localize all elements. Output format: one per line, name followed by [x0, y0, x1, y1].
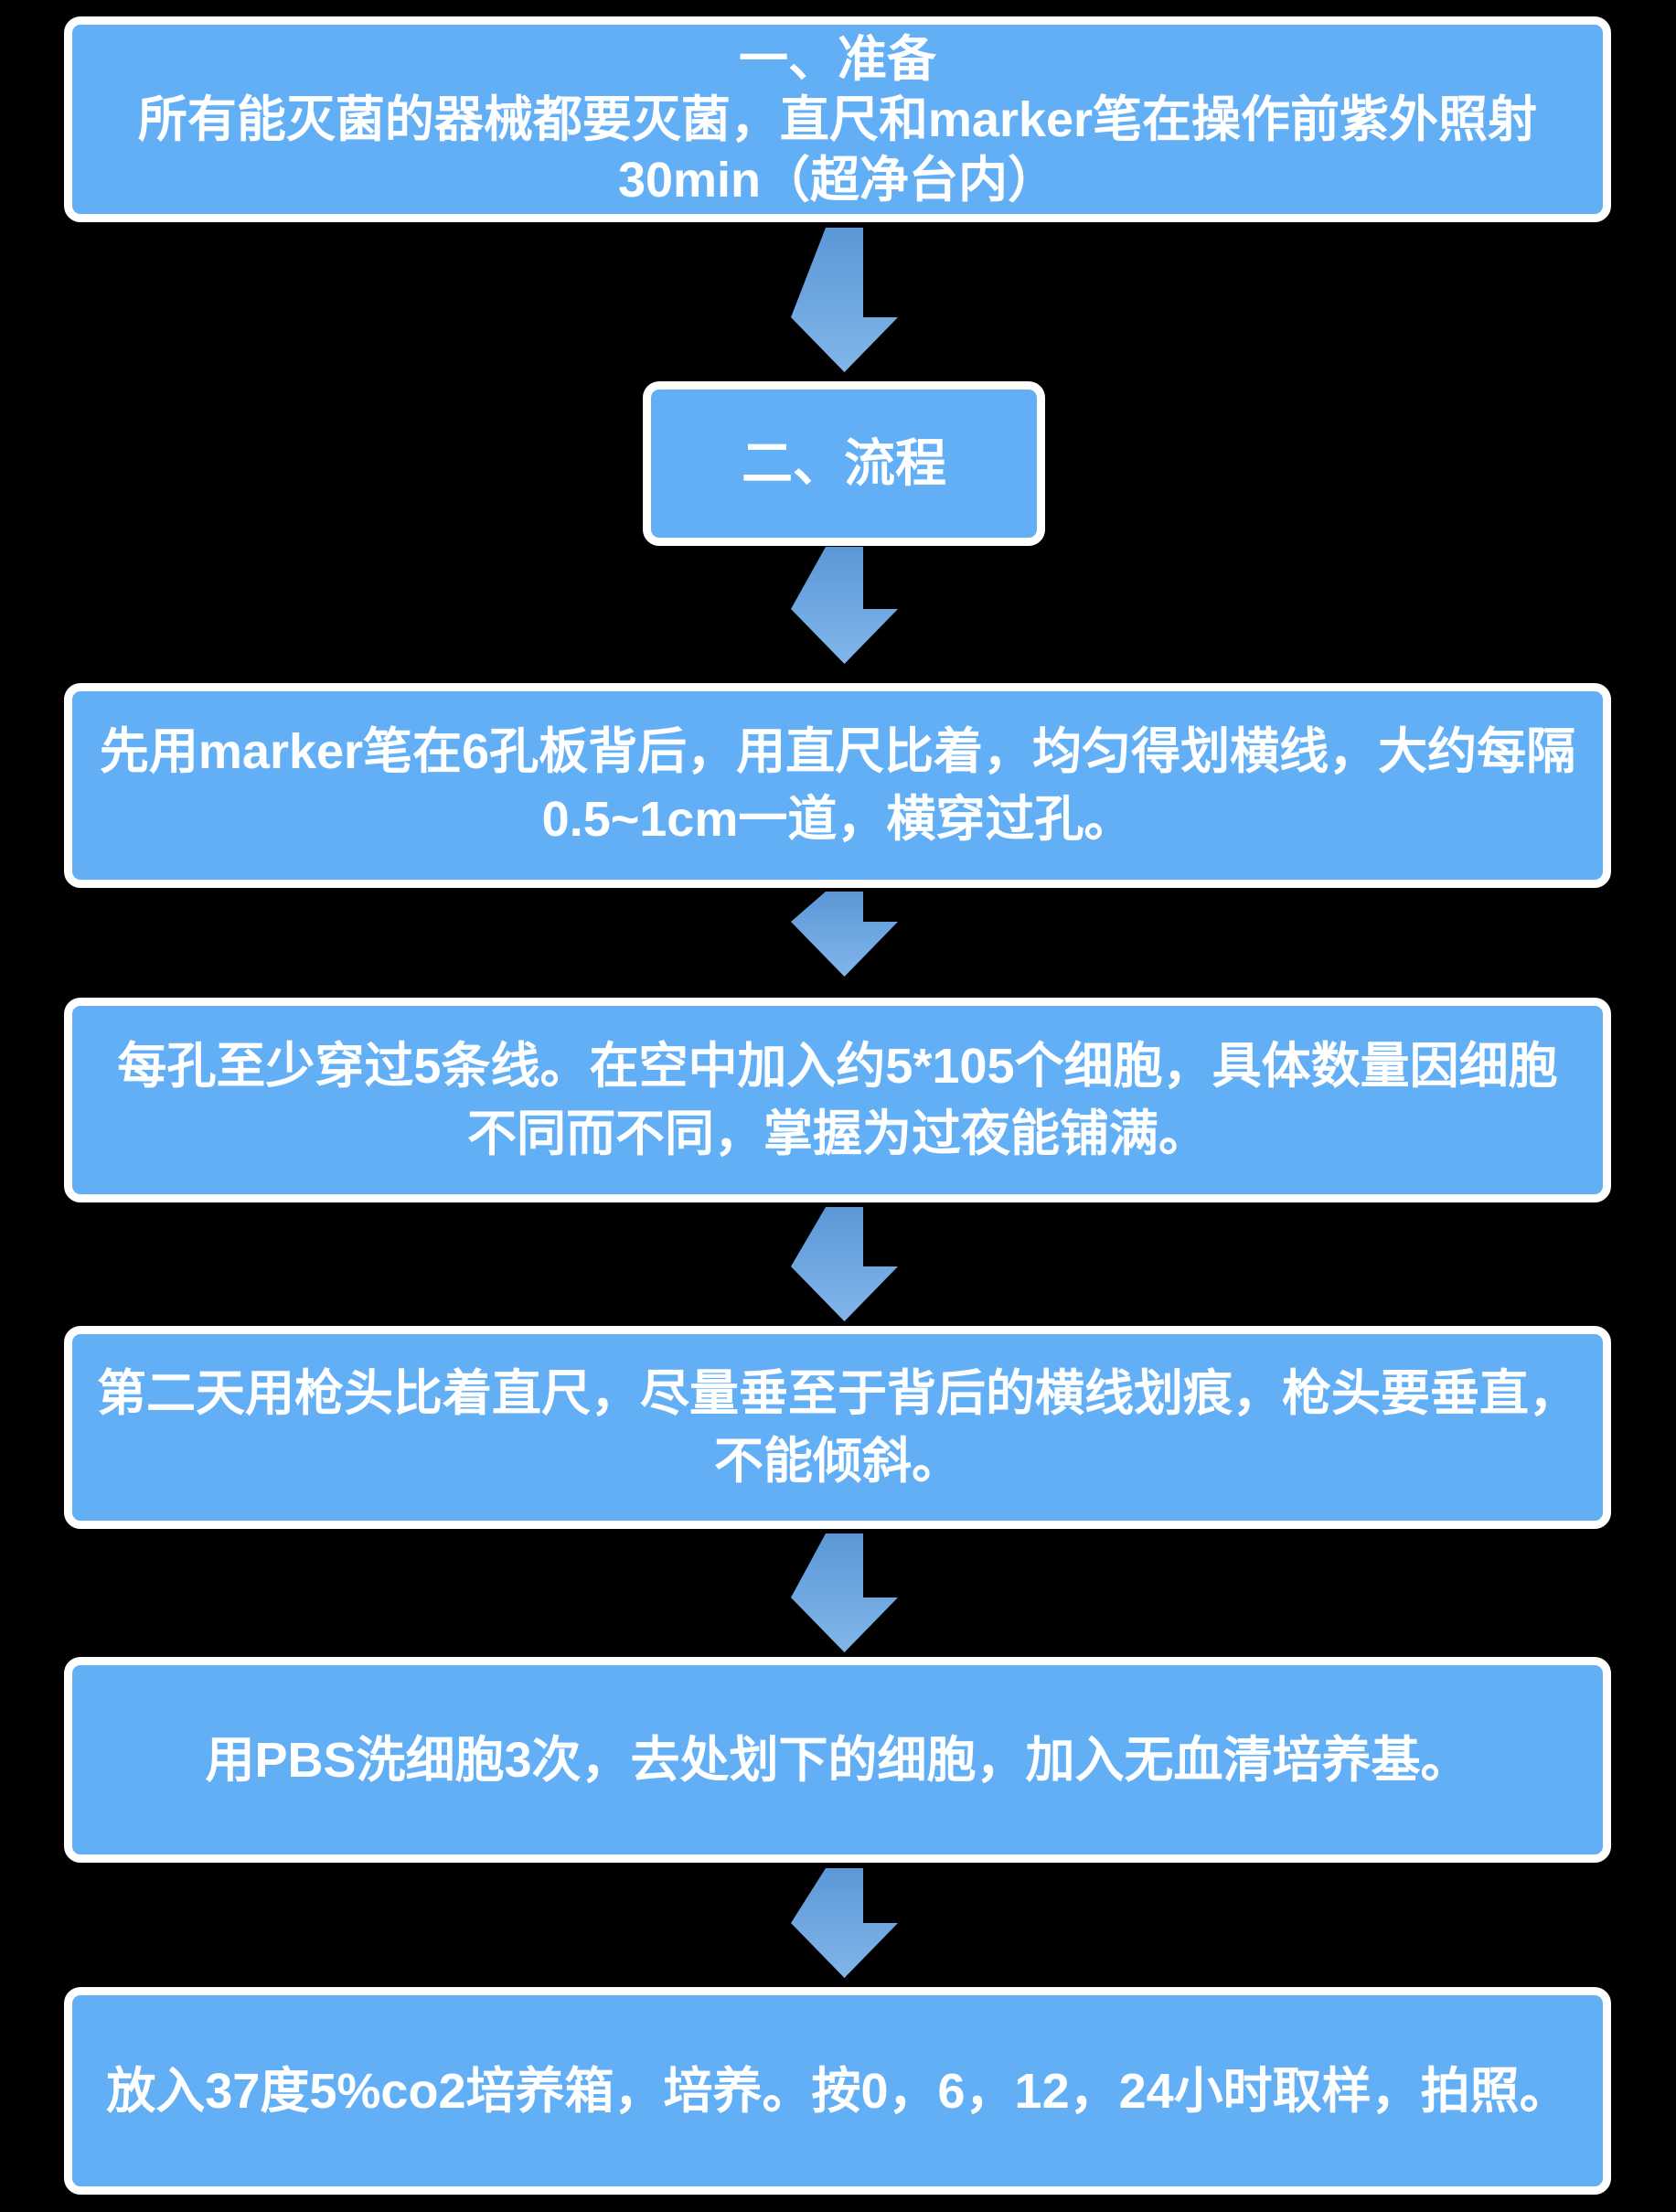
step-text-line: 不同而不同，掌握为过夜能铺满。	[467, 1106, 1208, 1161]
step-text-line: 第二天用枪头比着直尺，尽量垂至于背后的横线划痕，枪头要垂直，	[97, 1366, 1578, 1421]
flow-step-draw-lines: 先用marker笔在6孔板背后，用直尺比着，均匀得划横线，大约每隔 0.5~1c…	[64, 683, 1611, 888]
step-text-line: 不能倾斜。	[714, 1434, 961, 1489]
down-arrow-icon	[791, 892, 898, 977]
step-text-line: 30min（超净台内）	[617, 152, 1058, 208]
down-arrow-icon	[791, 1533, 898, 1652]
down-arrow-icon	[791, 547, 898, 664]
down-arrow-icon	[791, 228, 898, 372]
down-arrow-icon	[791, 1868, 898, 1978]
flow-step-seed-cells: 每孔至少穿过5条线。在空中加入约5*105个细胞，具体数量因细胞 不同而不同，掌…	[64, 998, 1611, 1202]
step-text-line: 放入37度5%co2培养箱，培养。按0，6，12，24小时取样，拍照。	[106, 2063, 1569, 2119]
step-text-line: 二、流程	[742, 434, 946, 492]
flow-step-scratch: 第二天用枪头比着直尺，尽量垂至于背后的横线划痕，枪头要垂直， 不能倾斜。	[64, 1326, 1611, 1529]
step-text-line: 一、准备	[739, 31, 936, 87]
step-text-line: 每孔至少穿过5条线。在空中加入约5*105个细胞，具体数量因细胞	[117, 1039, 1558, 1094]
flow-step-prepare: 一、准备 所有能灭菌的器械都要灭菌，直尺和marker笔在操作前紫外照射 30m…	[64, 16, 1611, 222]
flow-step-process: 二、流程	[643, 381, 1045, 546]
down-arrow-icon	[791, 1207, 898, 1321]
step-text-line: 先用marker笔在6孔板背后，用直尺比着，均匀得划横线，大约每隔	[99, 724, 1576, 779]
flow-step-incubate: 放入37度5%co2培养箱，培养。按0，6，12，24小时取样，拍照。	[64, 1987, 1611, 2195]
step-text-line: 用PBS洗细胞3次，去处划下的细胞，加入无血清培养基。	[205, 1732, 1470, 1788]
step-text-line: 0.5~1cm一道，横穿过孔。	[541, 792, 1134, 847]
step-text-line: 所有能灭菌的器械都要灭菌，直尺和marker笔在操作前紫外照射	[137, 91, 1538, 147]
flow-step-wash-pbs: 用PBS洗细胞3次，去处划下的细胞，加入无血清培养基。	[64, 1657, 1611, 1863]
